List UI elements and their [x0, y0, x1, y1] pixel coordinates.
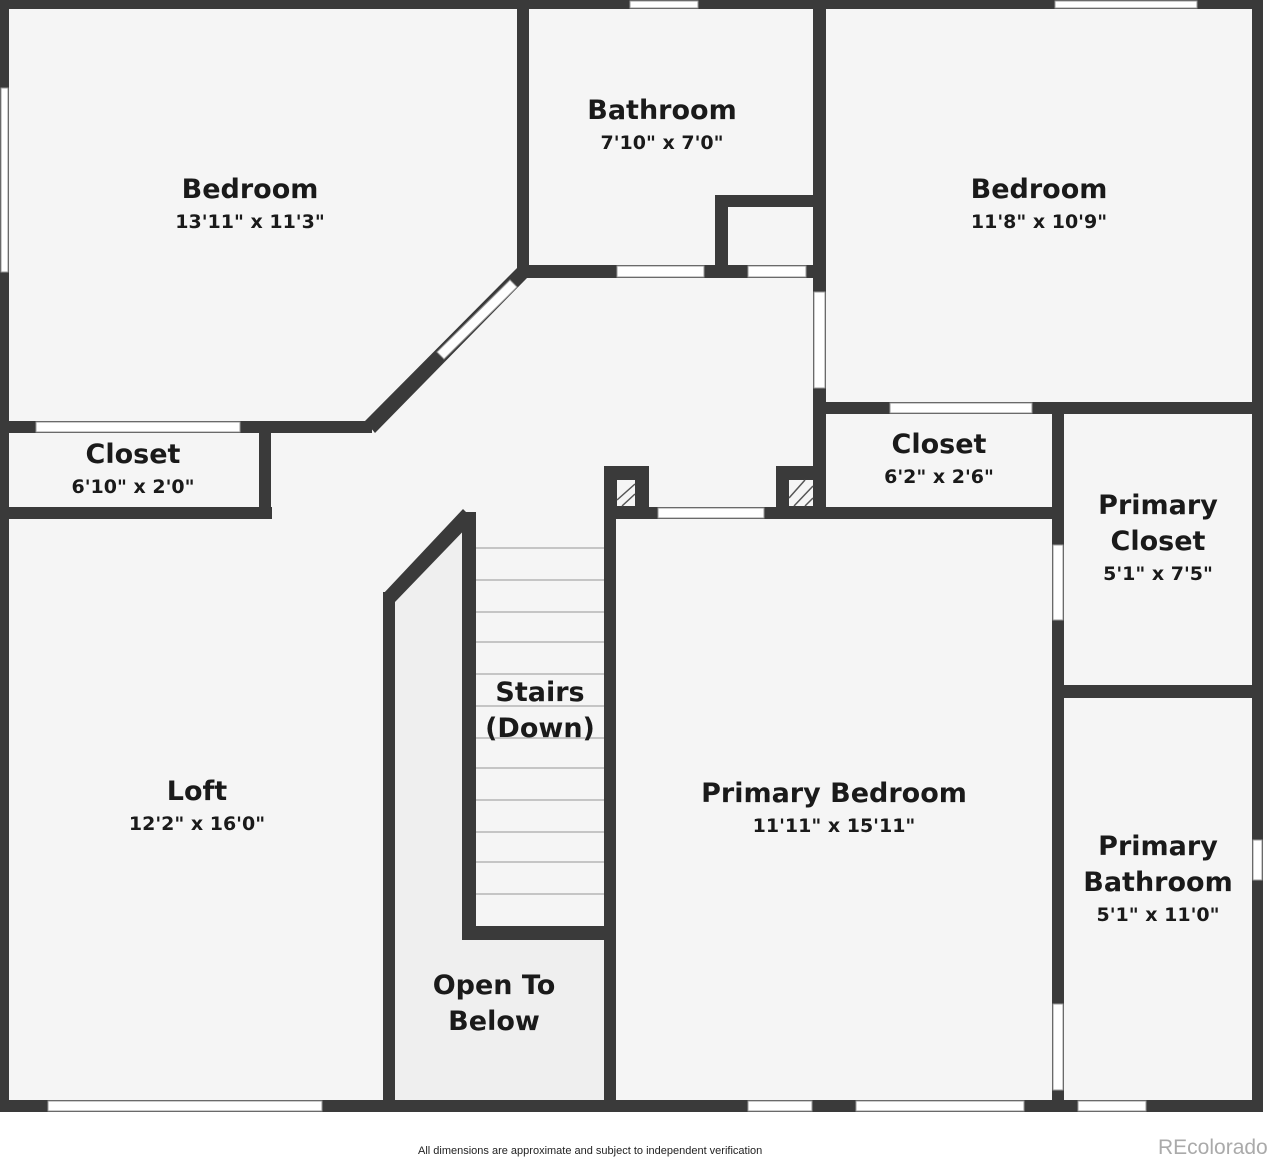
- room-dimensions: 6'10" x 2'0": [71, 476, 194, 498]
- room-loft: Loft 12'2" x 16'0": [129, 776, 265, 835]
- column-hatch: [616, 479, 814, 507]
- room-name: Closet: [1111, 526, 1206, 557]
- open-to-below-upper: [395, 530, 462, 940]
- floor-area: [0, 0, 1262, 1112]
- room-dimensions: 5'1" x 7'5": [1103, 563, 1213, 585]
- room-open-to-below: Open To Below: [433, 970, 556, 1037]
- room-name: Bathroom: [587, 95, 736, 126]
- room-dimensions: 6'2" x 2'6": [884, 466, 994, 488]
- room-dimensions: 11'11" x 15'11": [753, 815, 916, 837]
- disclaimer-text: All dimensions are approximate and subje…: [418, 1145, 763, 1157]
- room-name: (Down): [485, 713, 595, 744]
- room-primary-bathroom: Primary Bathroom 5'1" x 11'0": [1083, 831, 1232, 926]
- room-dimensions: 5'1" x 11'0": [1096, 904, 1219, 926]
- room-name: Loft: [167, 776, 228, 807]
- room-stairs: Stairs (Down): [485, 677, 595, 744]
- room-bathroom: Bathroom 7'10" x 7'0": [587, 95, 736, 154]
- windows-and-doors: [0, 0, 1263, 1112]
- room-name: Primary: [1098, 831, 1218, 862]
- brand-watermark: REcolorado: [1158, 1136, 1268, 1159]
- room-primary-bedroom: Primary Bedroom 11'11" x 15'11": [701, 778, 967, 837]
- room-dimensions: 12'2" x 16'0": [129, 813, 265, 835]
- room-closet-2: Closet 6'2" x 2'6": [884, 429, 994, 488]
- room-name: Bathroom: [1083, 867, 1232, 898]
- room-name: Open To: [433, 970, 556, 1001]
- room-name: Stairs: [495, 677, 584, 708]
- room-name: Primary: [1098, 490, 1218, 521]
- room-dimensions: 7'10" x 7'0": [600, 132, 723, 154]
- room-dimensions: 11'8" x 10'9": [971, 211, 1107, 233]
- room-name: Closet: [892, 429, 987, 460]
- room-name: Bedroom: [971, 174, 1108, 205]
- room-name: Below: [448, 1006, 540, 1037]
- room-bedroom-1: Bedroom 13'11" x 11'3": [175, 174, 324, 233]
- room-name: Closet: [86, 439, 181, 470]
- room-dimensions: 13'11" x 11'3": [175, 211, 324, 233]
- room-name: Primary Bedroom: [701, 778, 967, 809]
- room-closet-1: Closet 6'10" x 2'0": [71, 439, 194, 498]
- room-name: Bedroom: [182, 174, 319, 205]
- room-primary-closet: Primary Closet 5'1" x 7'5": [1098, 490, 1218, 585]
- stair-treads: [476, 547, 604, 895]
- open-to-below-area: [395, 940, 605, 1100]
- room-bedroom-2: Bedroom 11'8" x 10'9": [971, 174, 1108, 233]
